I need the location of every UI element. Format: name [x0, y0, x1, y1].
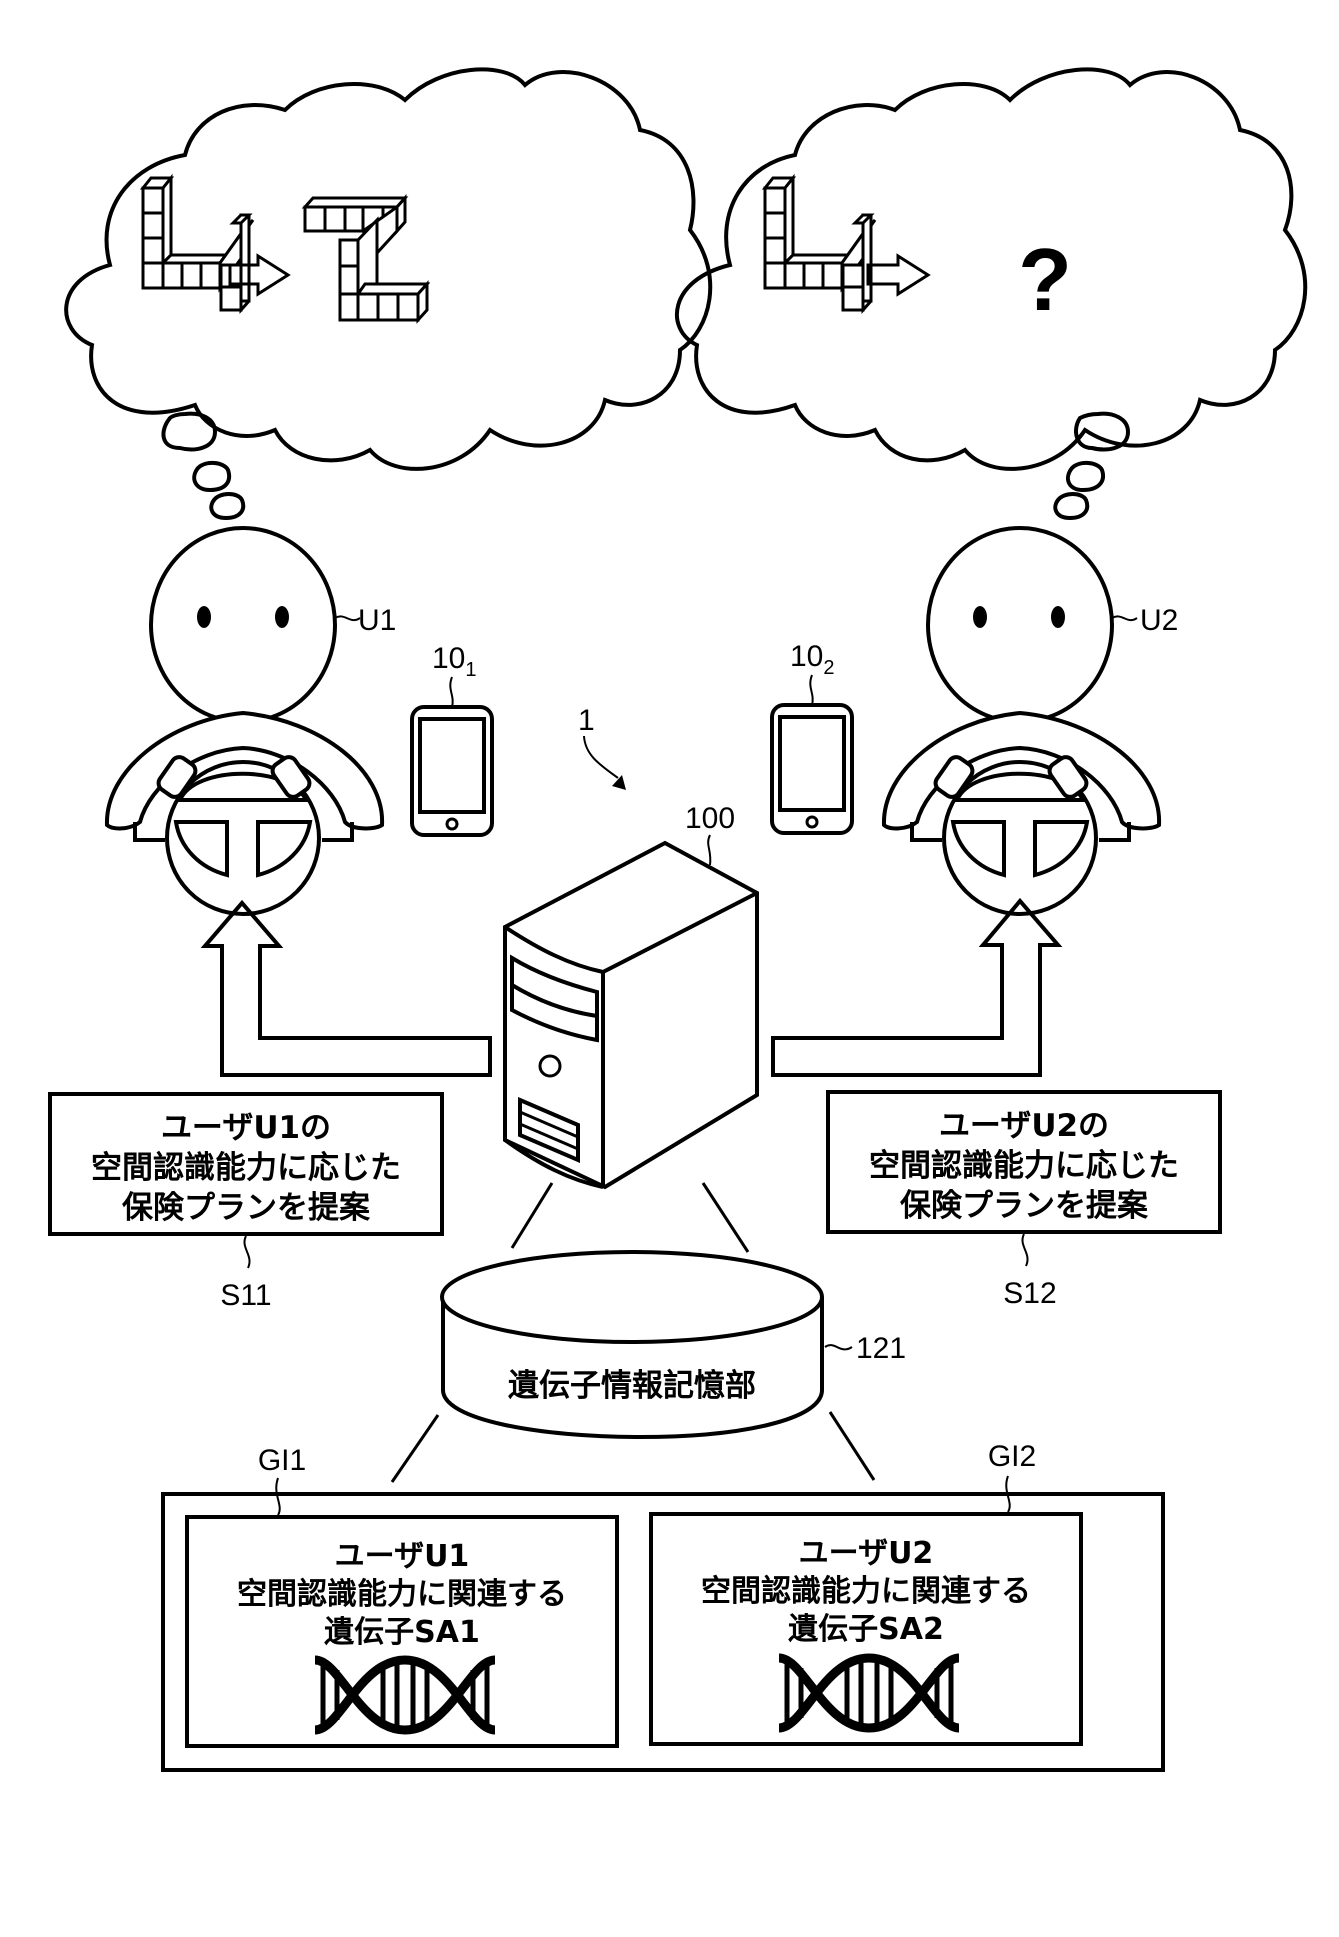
svg-text:ユーザU1の: ユーザU1の [161, 1110, 331, 1146]
system-ref-arrowhead [612, 775, 626, 790]
server-ref: 100 [685, 802, 735, 835]
thought-cloud-u1 [64, 67, 713, 521]
gene-info-gi1: ユーザU1 空間認識能力に関連する 遺伝子SA1 [185, 1477, 619, 1748]
block-shape-4-u1 [139, 173, 255, 314]
svg-text:保険プランを提案: 保険プランを提案 [122, 1190, 371, 1226]
unknown-result-mark: ? [1018, 230, 1072, 329]
step-ref-s11: S11 [220, 1279, 271, 1312]
proposal-arrow-u2 [771, 897, 1063, 1077]
svg-text:遺伝子SA1: 遺伝子SA1 [324, 1615, 480, 1650]
connector-line [828, 1411, 876, 1481]
connector-line [510, 1182, 554, 1249]
user-u1-figure [104, 526, 385, 916]
connector-line [390, 1414, 440, 1483]
svg-text:遺伝子SA2: 遺伝子SA2 [788, 1612, 944, 1647]
block-shape-z-u1 [301, 194, 431, 324]
gene-info-ref-gi2: GI2 [988, 1440, 1036, 1473]
gene-info-gi2: ユーザU2 空間認識能力に関連する 遺伝子SA2 [649, 1475, 1083, 1746]
system-ref-leader [583, 735, 619, 779]
system-ref: 1 [578, 704, 595, 737]
transform-arrow-u1 [228, 253, 291, 297]
eye-icon [973, 606, 987, 628]
proposal-box-u1: ユーザU1の 空間認識能力に応じた 保険プランを提案 [48, 1092, 444, 1269]
svg-text:ユーザU2: ユーザU2 [799, 1536, 934, 1571]
smartphone-icon [410, 676, 494, 837]
device-1-ref: 101 [432, 642, 477, 681]
connector-line [701, 1182, 750, 1253]
server-tower-icon [503, 834, 759, 1190]
eye-icon [197, 606, 211, 628]
block-shape-4-u2 [761, 173, 877, 314]
gene-info-ref-gi1: GI1 [258, 1444, 306, 1477]
storage-label: 遺伝子情報記憶部 [508, 1368, 756, 1404]
svg-text:空間認識能力に関連する: 空間認識能力に関連する [237, 1577, 567, 1612]
proposal-arrow-u1 [200, 899, 492, 1077]
gene-info-container [161, 1492, 1165, 1772]
database-cylinder-icon: 遺伝子情報記憶部 [440, 1250, 853, 1440]
smartphone-icon [770, 674, 854, 835]
storage-ref: 121 [856, 1332, 906, 1365]
svg-text:空間認識能力に関連する: 空間認識能力に関連する [701, 1574, 1031, 1609]
svg-text:ユーザU2の: ユーザU2の [939, 1108, 1109, 1144]
proposal-box-u2: ユーザU2の 空間認識能力に応じた 保険プランを提案 [826, 1090, 1222, 1267]
user-u1-ref: U1 [358, 604, 396, 637]
user-u2-figure [881, 526, 1162, 916]
svg-text:空間認識能力に応じた: 空間認識能力に応じた [869, 1148, 1179, 1184]
step-ref-s12: S12 [1003, 1277, 1056, 1310]
user-u2-ref: U2 [1140, 604, 1178, 637]
svg-text:ユーザU1: ユーザU1 [335, 1539, 470, 1574]
svg-text:空間認識能力に応じた: 空間認識能力に応じた [91, 1150, 401, 1186]
device-2-ref: 102 [790, 640, 835, 679]
svg-text:保険プランを提案: 保険プランを提案 [900, 1188, 1149, 1224]
dna-icon [778, 1653, 960, 1733]
thought-cloud-u2 [674, 67, 1308, 521]
transform-arrow-u2 [866, 253, 931, 297]
dna-icon [314, 1655, 496, 1735]
eye-icon [1051, 606, 1065, 628]
eye-icon [275, 606, 289, 628]
